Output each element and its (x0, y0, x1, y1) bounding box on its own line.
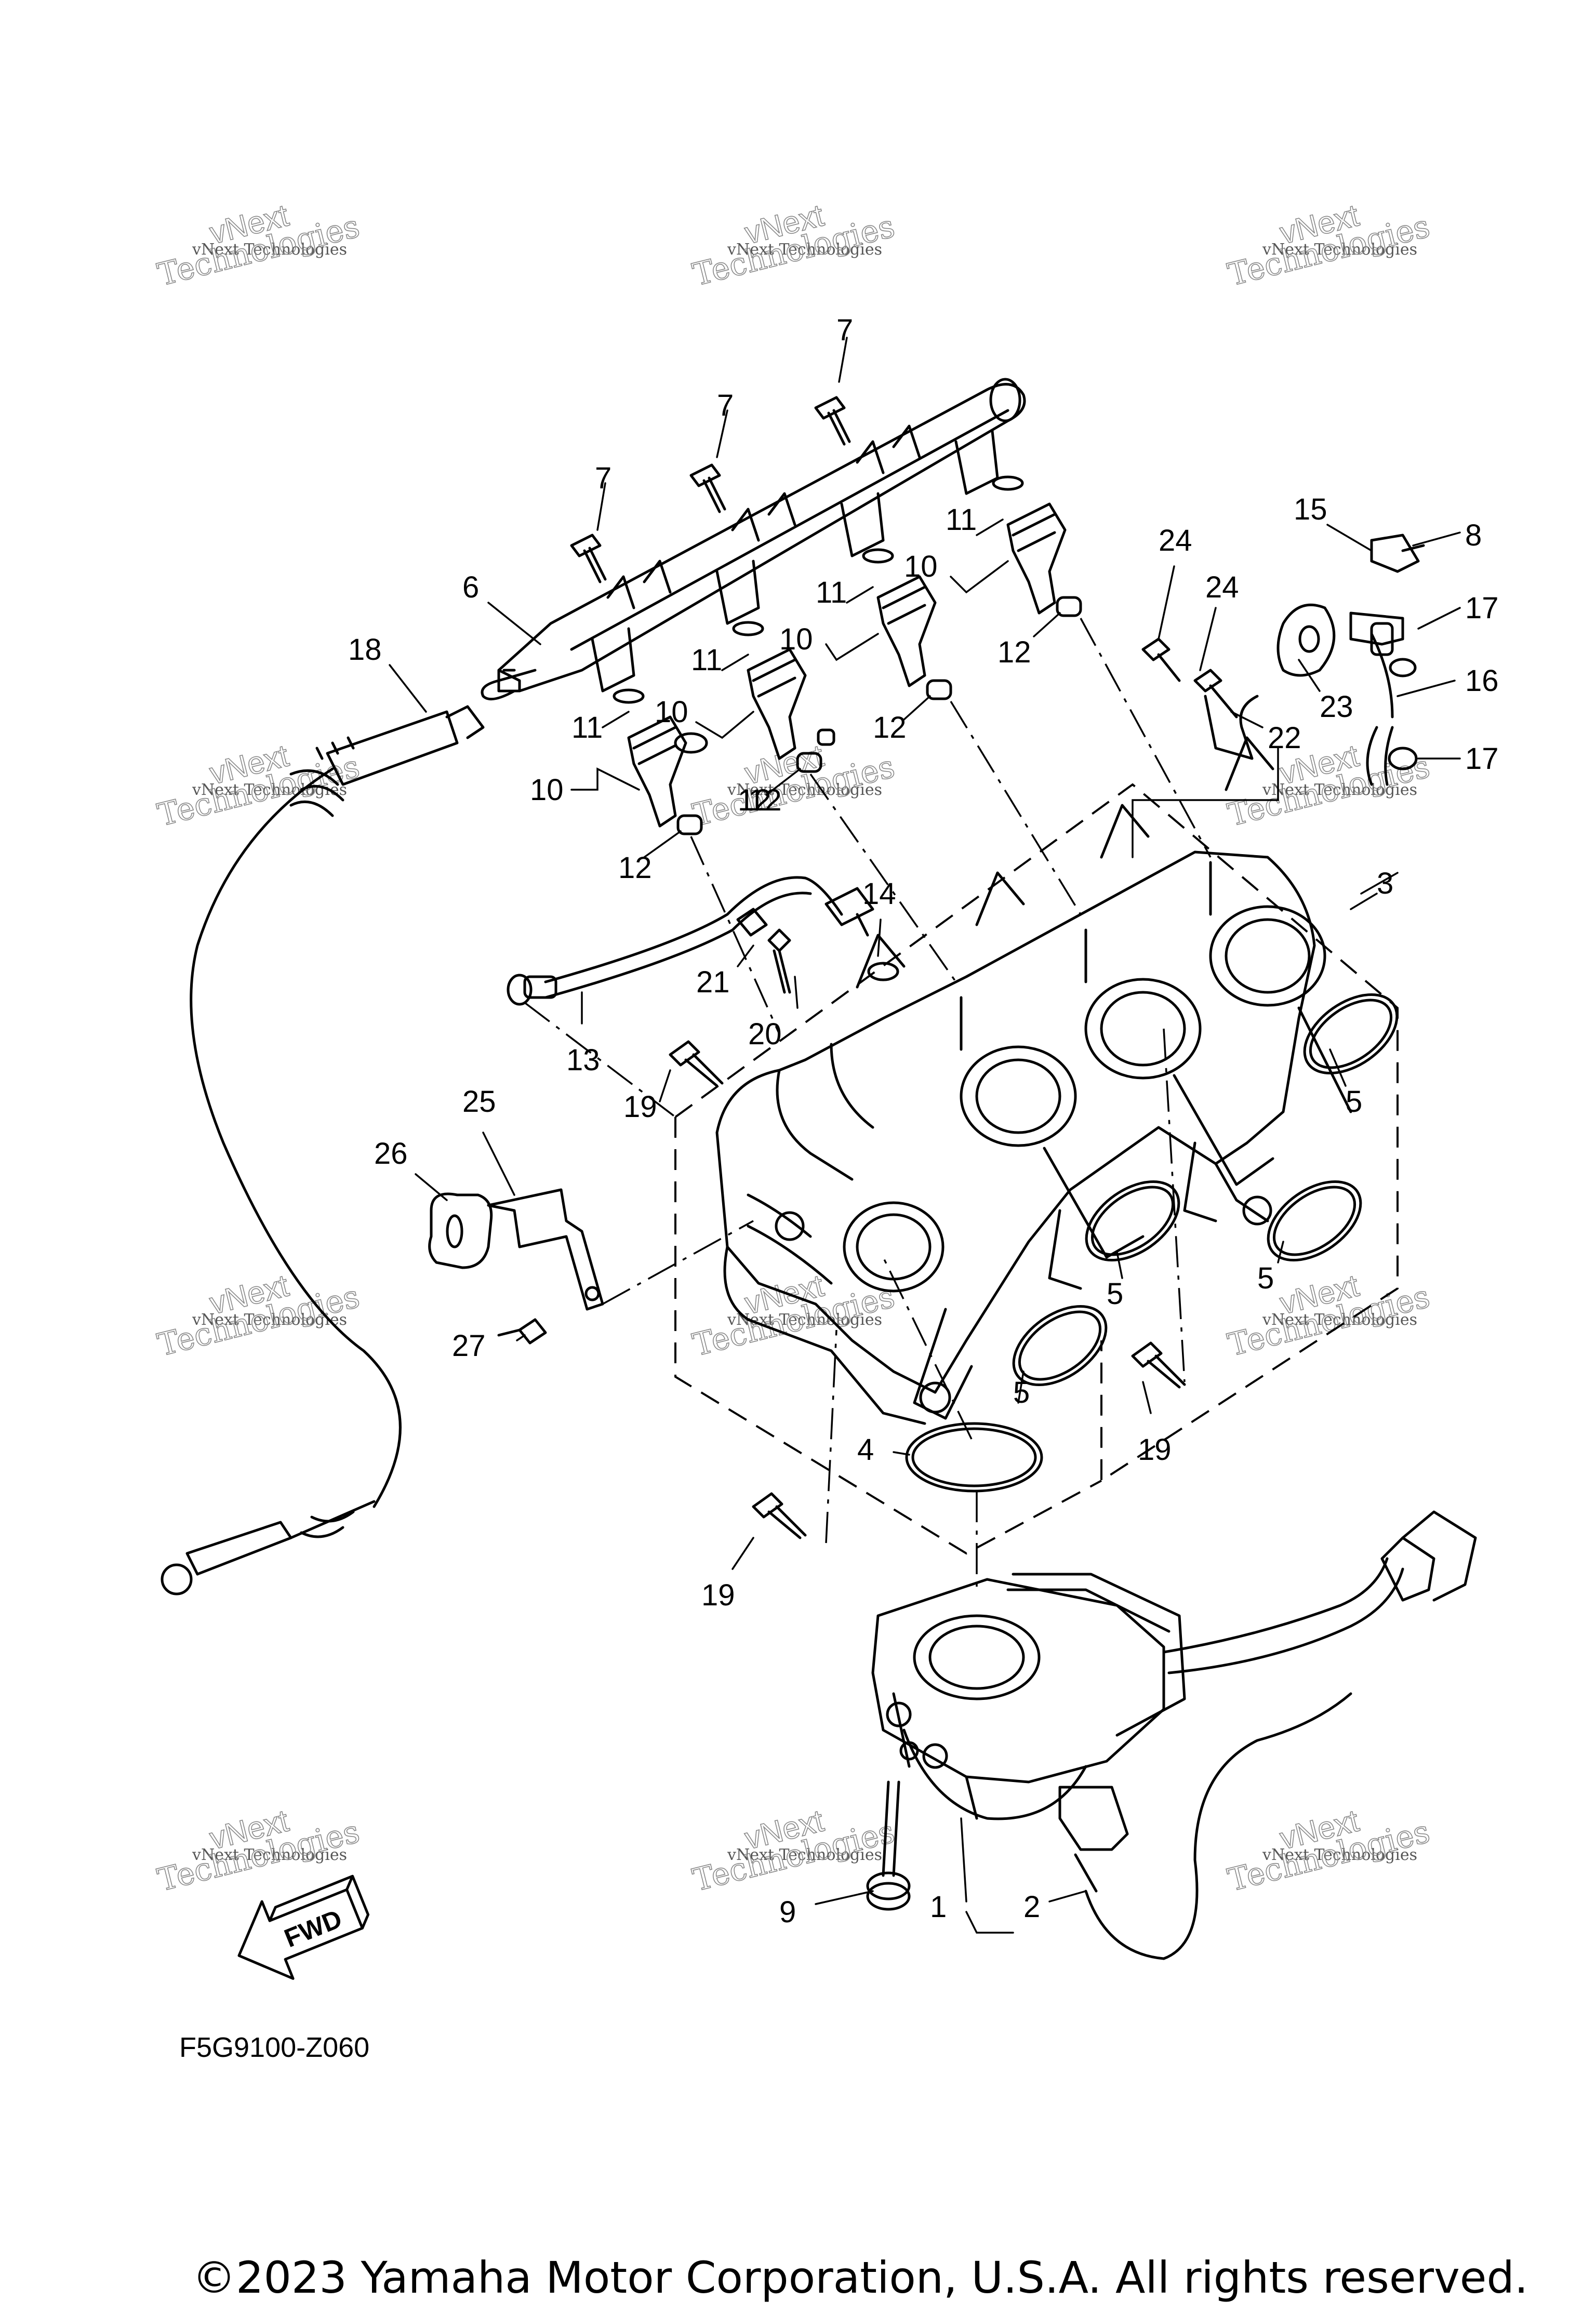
center-lines (524, 618, 1212, 1590)
leader-lines (389, 337, 1461, 1934)
callout-label: 6 (462, 570, 479, 604)
callout-label: 11 (691, 643, 722, 677)
callout-label: 10 (779, 622, 813, 656)
callout-label: 10 (530, 773, 564, 807)
callout-label: 24 (1205, 570, 1239, 604)
callout-label: 4 (857, 1433, 874, 1467)
callout-label: 1 (930, 1890, 947, 1924)
callout-label: 12 (618, 851, 652, 885)
callout-label: 19 (1138, 1433, 1172, 1467)
watermark-text: vNext Technologies (1262, 781, 1417, 799)
callout-label: 5 (1257, 1261, 1274, 1295)
callout-label: 12 (748, 783, 782, 817)
watermark-text: vNext Technologies (192, 1311, 347, 1329)
assembly-outline (674, 747, 1399, 1555)
callout-label: 21 (696, 965, 730, 999)
watermark-text: vNext Technologies (192, 1846, 347, 1864)
callout-label: 24 (1159, 524, 1192, 557)
callout-label: 19 (623, 1090, 657, 1124)
callout-label: 3 (1377, 867, 1393, 900)
callout-label: 20 (748, 1017, 782, 1051)
watermark-text: vNext Technologies (727, 1311, 882, 1329)
manifold-gaskets (1012, 993, 1399, 1387)
callout-label: 2 (1023, 1890, 1040, 1924)
callout-label: 11 (946, 503, 977, 537)
copyright-notice: ©2023 Yamaha Motor Corporation, U.S.A. A… (192, 2252, 1528, 2303)
throttle-body (871, 1510, 1477, 1960)
callout-label: 7 (717, 389, 734, 422)
callout-label: 17 (1465, 742, 1499, 776)
callout-label: 27 (452, 1329, 486, 1363)
manifold-bolts (669, 1040, 1186, 1539)
callout-label: 12 (998, 635, 1031, 669)
watermark-group: vNext vNext Technologies Technologies vN… (154, 197, 1434, 1899)
fuel-rail (481, 378, 1026, 701)
callout-label: 5 (1107, 1277, 1123, 1311)
callout-labels: 7 7 7 8 15 24 24 17 16 17 23 22 6 18 11 … (348, 313, 1499, 1929)
watermark-text: vNext Technologies (1262, 241, 1417, 259)
callout-label: 10 (655, 695, 688, 729)
callout-label: 11 (571, 711, 603, 744)
callout-label: 25 (462, 1085, 496, 1119)
callout-label: 7 (595, 461, 611, 495)
sub-harness (161, 705, 485, 1595)
callout-label: 12 (738, 783, 772, 817)
callout-label: 12 (738, 783, 772, 817)
callout-label: 12 (873, 711, 907, 744)
watermark-text: vNext Technologies (727, 1846, 882, 1864)
manifold-sensor-harness (507, 876, 899, 1006)
callout-label: 26 (374, 1137, 408, 1171)
rail-bolts (570, 396, 851, 583)
watermark-text: vNext Technologies (727, 781, 882, 799)
callout-label: 16 (1465, 664, 1499, 698)
bracket-assembly (428, 1188, 604, 1345)
callout-label: 8 (1465, 518, 1482, 552)
callout-label: 10 (904, 550, 938, 583)
callout-label: 14 (862, 877, 896, 911)
fwd-arrow: FWD (237, 1874, 370, 1980)
watermark-text: vNext Technologies (192, 781, 347, 799)
watermark-text: vNext Technologies (192, 241, 347, 259)
callout-label: 7 (836, 313, 853, 347)
callout-label: 19 (701, 1578, 735, 1612)
diagram-code: F5G9100-Z060 (179, 2032, 370, 2063)
callout-label: 17 (1465, 591, 1499, 625)
callout-label: 5 (1013, 1376, 1030, 1409)
callout-label: 11 (816, 576, 847, 609)
callout-label: 9 (779, 1895, 796, 1929)
callout-label: 23 (1320, 690, 1353, 724)
callout-label: 13 (566, 1043, 600, 1077)
throttle-body-o-ring (905, 1422, 1043, 1493)
callout-label: 5 (1346, 1085, 1362, 1119)
throttle-body-bolt (866, 1780, 911, 1911)
watermark-text: vNext Technologies (727, 241, 882, 259)
injectors (613, 475, 1082, 835)
callout-label: 22 (1268, 721, 1301, 755)
callout-label: 15 (1294, 493, 1327, 526)
watermark-text: vNext Technologies (1262, 1846, 1417, 1864)
intake-manifold (715, 736, 1352, 1425)
vacuum-parts (1141, 534, 1425, 786)
callout-label: 18 (348, 633, 382, 667)
